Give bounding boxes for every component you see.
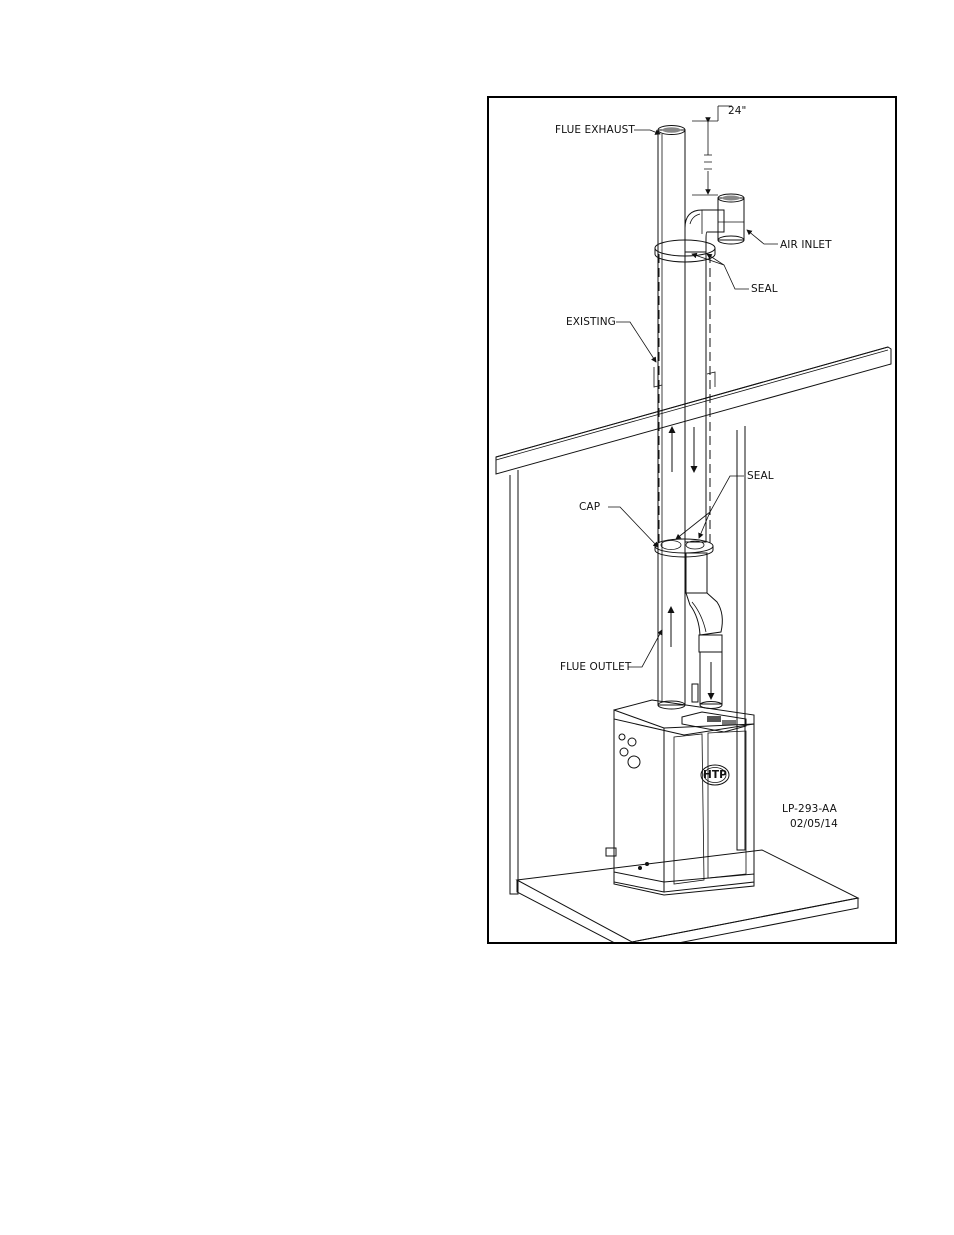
label-seal-mid: SEAL: [747, 470, 774, 482]
dimension-24in: [692, 106, 732, 195]
label-air-inlet: AIR INLET: [780, 239, 832, 251]
leader-lines: [608, 130, 778, 667]
label-flue-exhaust: FLUE EXHAUST: [555, 124, 635, 136]
label-flue-outlet: FLUE OUTLET: [560, 661, 632, 673]
logo-text: HTP: [703, 769, 727, 781]
drawing-date: 02/05/14: [790, 818, 838, 830]
label-seal-top: SEAL: [751, 283, 778, 295]
drawing-number: LP-293-AA: [782, 803, 838, 815]
boiler-appliance: [606, 684, 754, 895]
lower-intake-pipe: [686, 553, 722, 704]
label-existing: EXISTING: [566, 316, 616, 328]
label-dimension: 24": [728, 105, 747, 117]
venting-diagram: HTP FLUE EXHAUST 24" AIR INLET SEAL EXIS…: [489, 98, 897, 944]
flow-arrows: [671, 427, 711, 699]
label-cap: CAP: [579, 501, 600, 513]
floor-slab: [517, 850, 858, 944]
figure-frame: HTP FLUE EXHAUST 24" AIR INLET SEAL EXIS…: [487, 96, 897, 944]
